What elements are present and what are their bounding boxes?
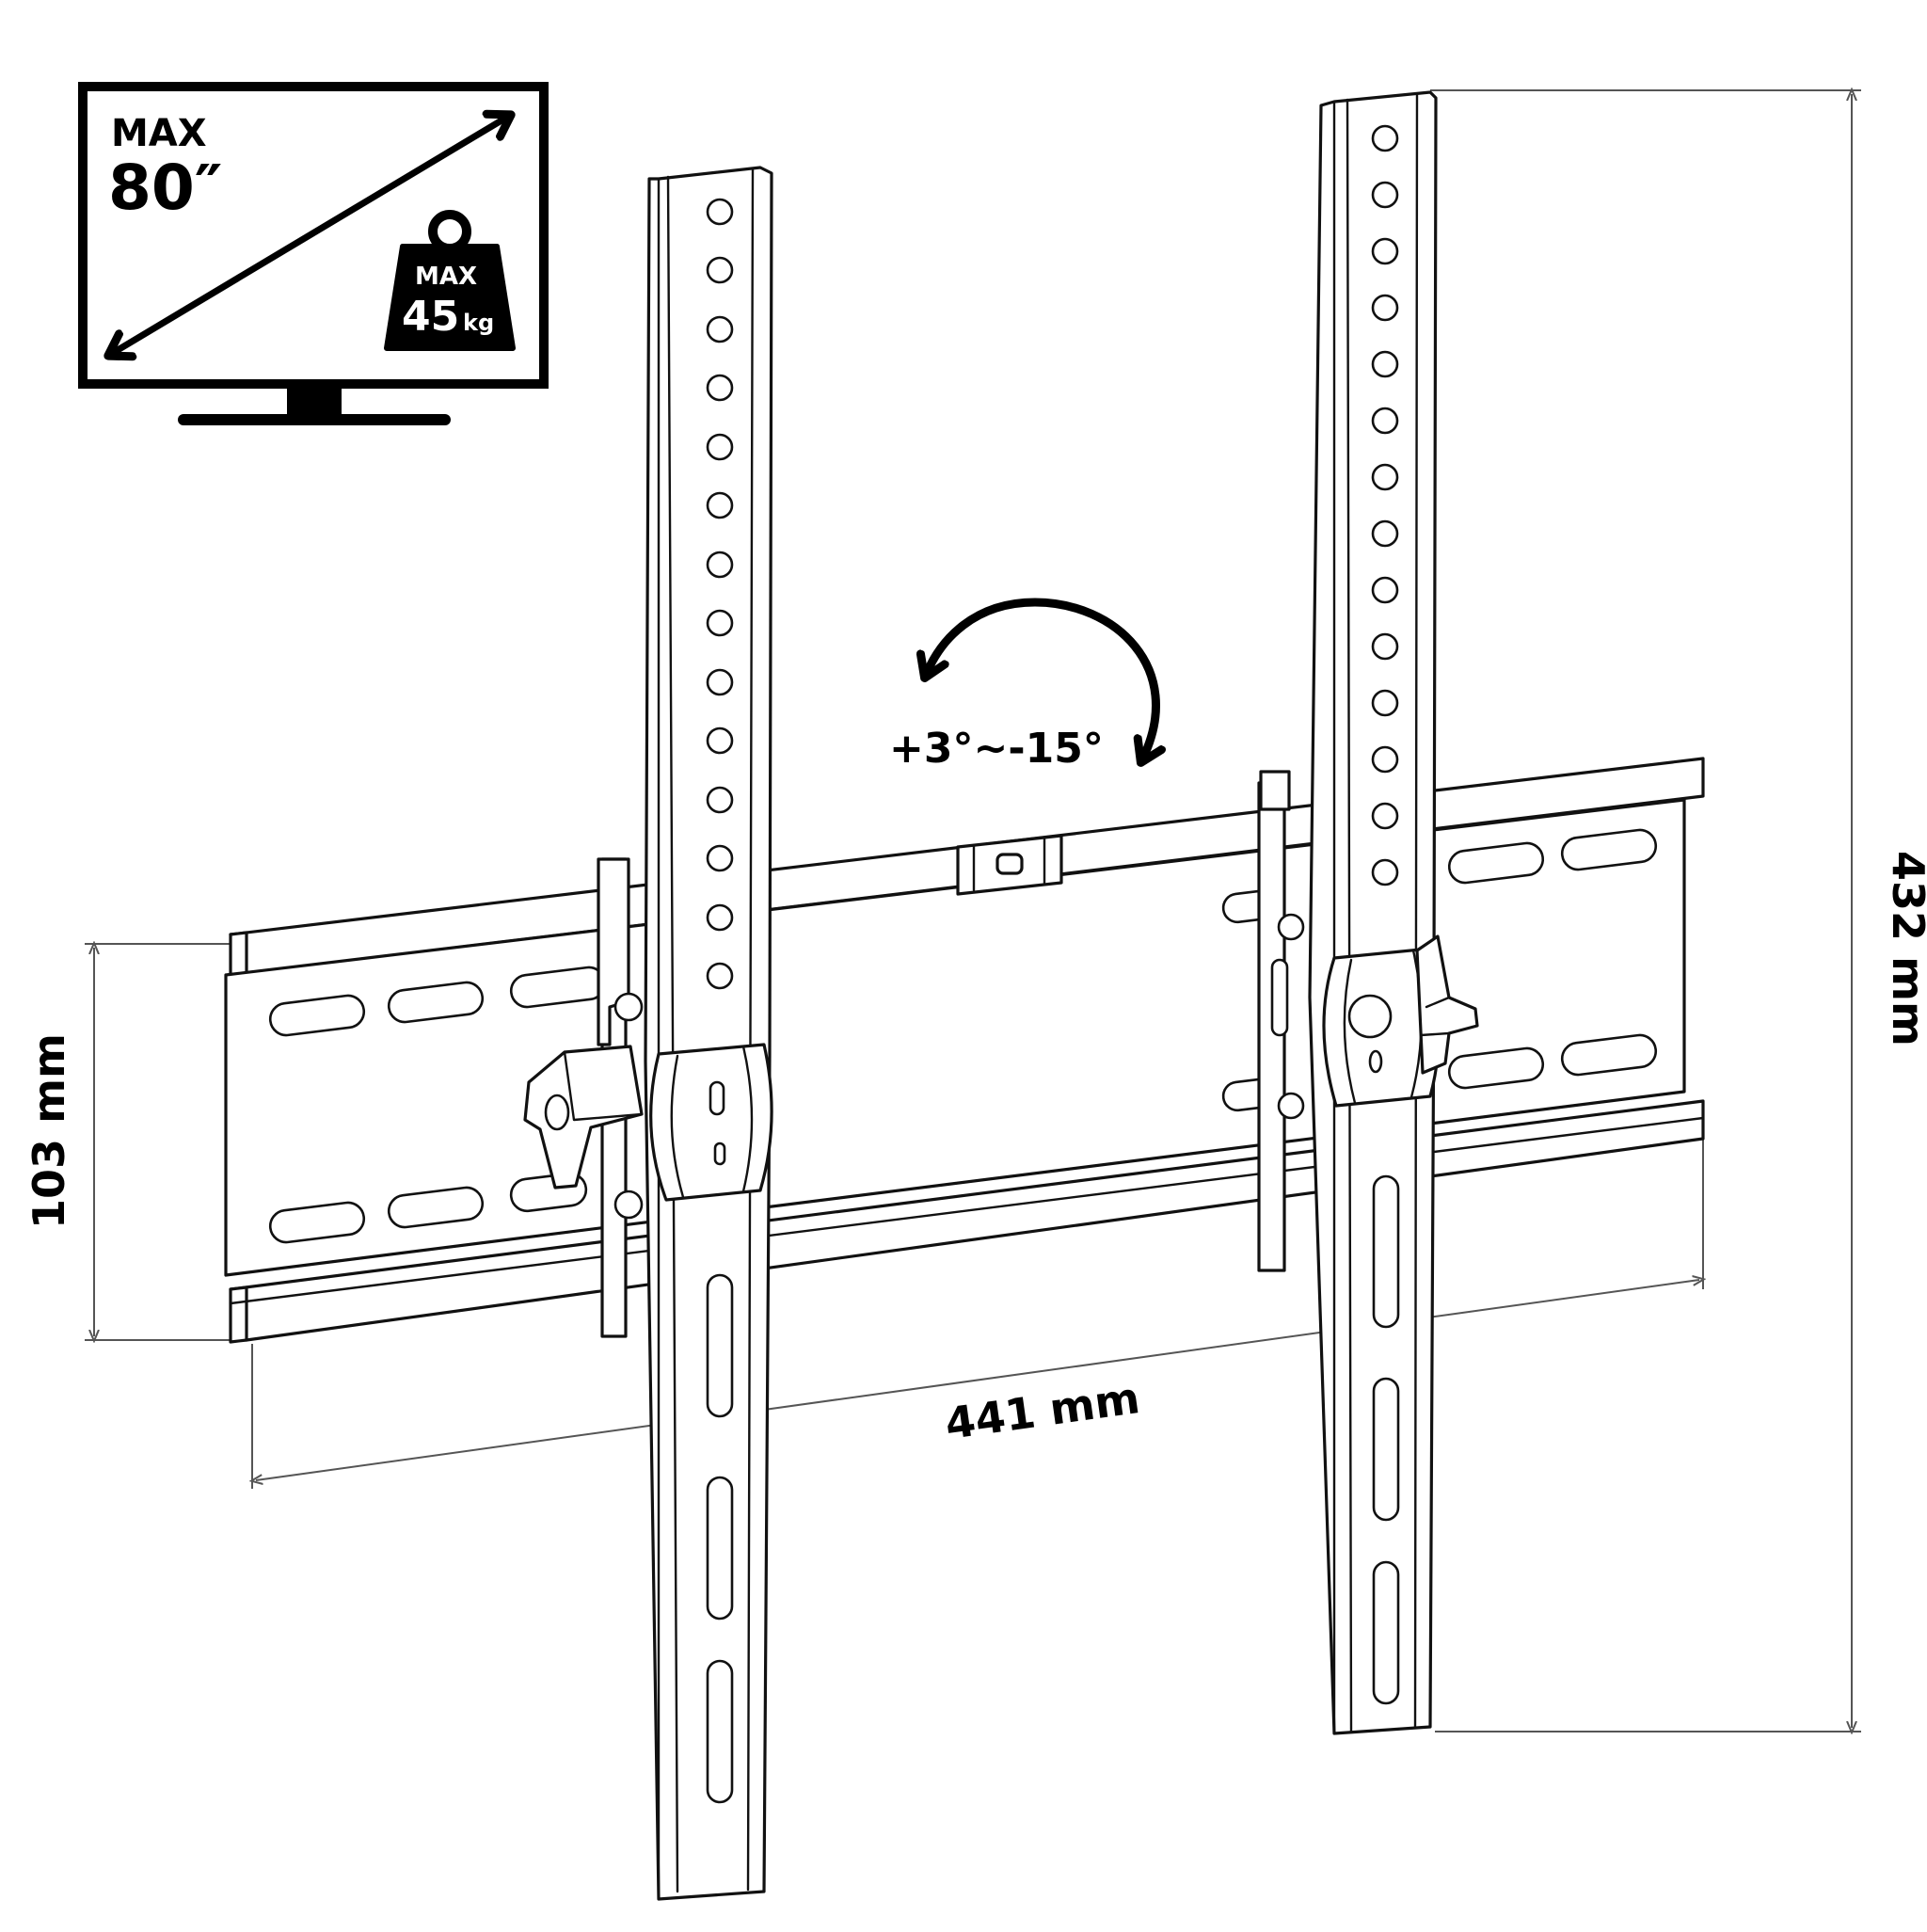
max-weight-label: MAX: [415, 263, 477, 291]
dimension-height-label: 432 mm: [1883, 851, 1927, 1046]
knob-left-icon: [523, 1045, 644, 1190]
max-size-value: 80″: [108, 152, 222, 224]
max-weight-unit: kg: [463, 310, 494, 336]
mounting-slots-left: [268, 966, 607, 1244]
wall-plate: [224, 757, 1705, 1344]
weight-icon: MAX 45 kg: [384, 210, 516, 351]
knob-right-icon: [1415, 934, 1479, 1075]
diagonal-arrow-icon: [113, 118, 506, 353]
max-weight-value: 45: [402, 293, 459, 341]
tilt-range-label: +3°~-15°: [889, 725, 1104, 773]
tilt-arrow-icon: [927, 598, 1155, 758]
dimension-lines: [85, 90, 1861, 1732]
dimension-width-label: 441 mm: [942, 1372, 1142, 1449]
arm-holes-right: [1371, 124, 1400, 1705]
tv-arm-right: [1257, 90, 1479, 1735]
arm-holes-left: [706, 198, 734, 1804]
bubble-level-icon: [956, 834, 1063, 896]
dimension-rail-height-label: 103 mm: [24, 1033, 74, 1229]
tv-arm-left: [523, 166, 773, 1901]
max-size-label: MAX: [111, 112, 207, 155]
tv-size-badge: MAX 80″ MAX 45 kg: [78, 82, 549, 425]
